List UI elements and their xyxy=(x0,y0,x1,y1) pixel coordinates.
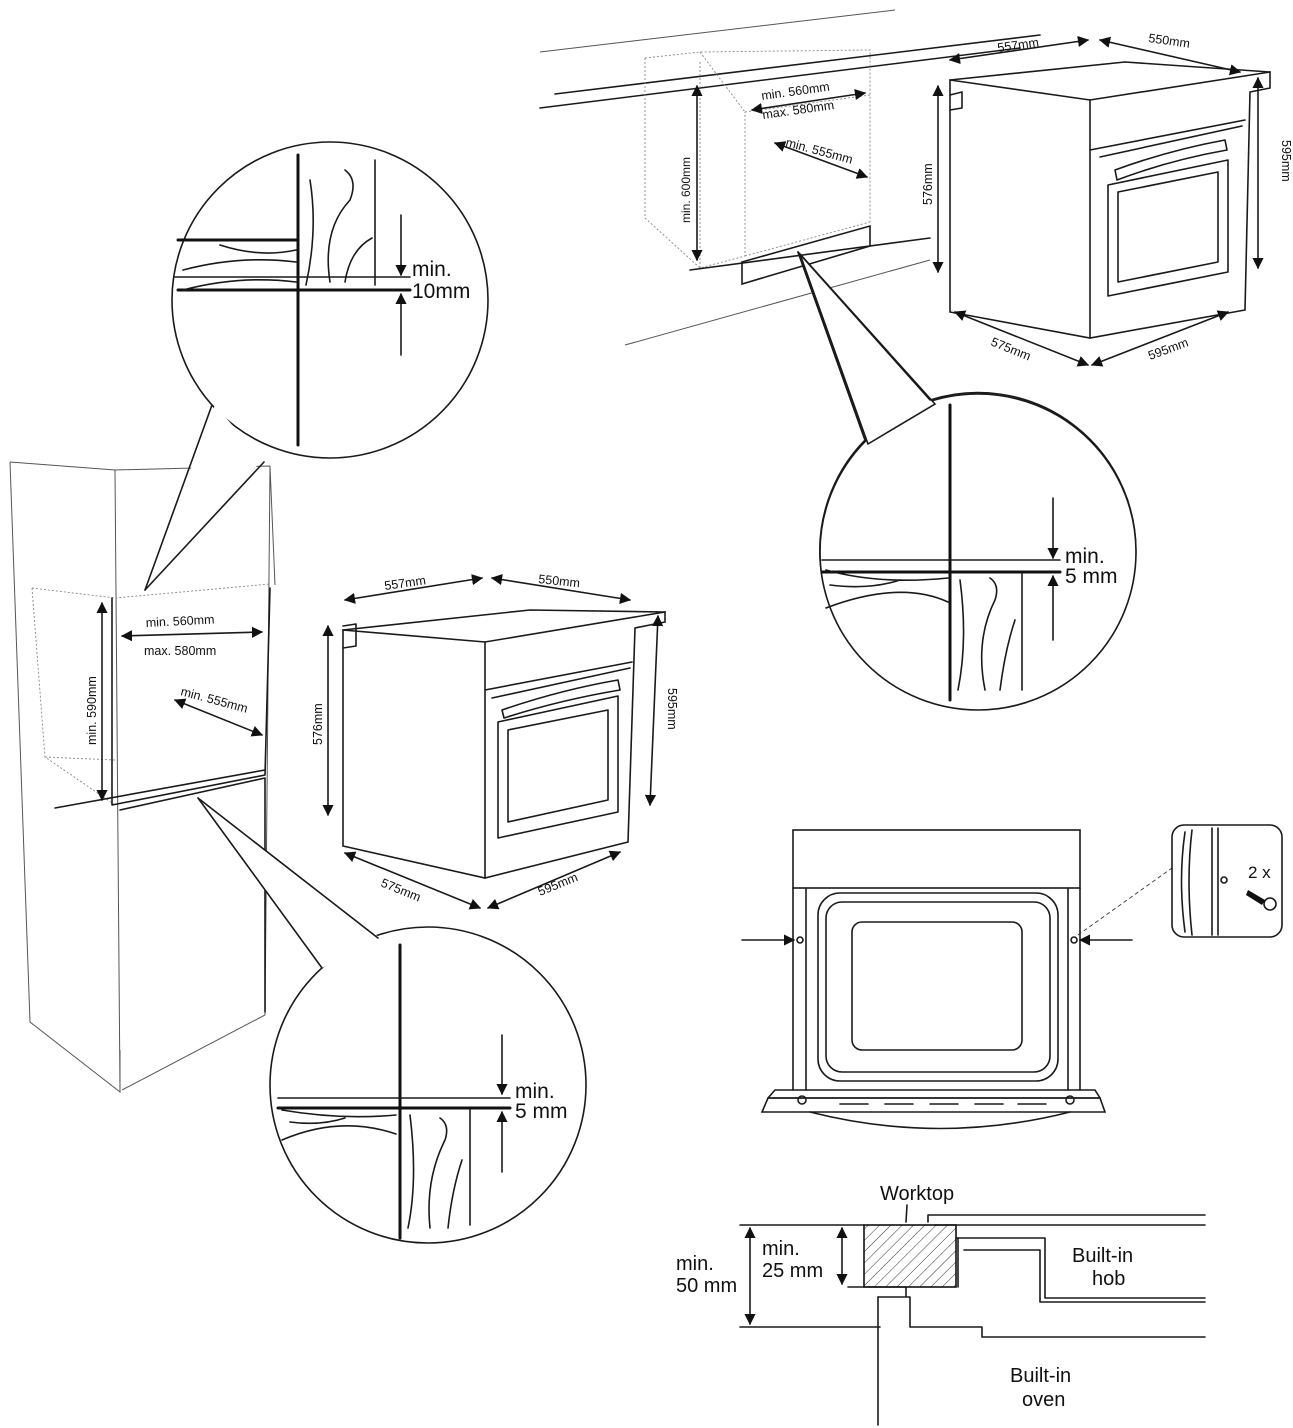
dim-max-580-top: max. 580mm xyxy=(761,98,834,122)
built-in-hob-label-line1: Built-in xyxy=(1072,1245,1133,1267)
dim-min-555-top: min. 555mm xyxy=(784,135,854,166)
min-25-label-line2: 25 mm xyxy=(762,1260,823,1282)
dim-550-middle: 550mm xyxy=(538,572,581,590)
gap-min-label-top-left: min. xyxy=(412,258,452,281)
dim-576-middle: 576mm xyxy=(311,703,325,745)
gap-10mm-label: 10mm xyxy=(412,280,470,303)
gap-detail-bubble-right xyxy=(797,251,1137,711)
min-50-label-line2: 50 mm xyxy=(676,1275,737,1297)
built-in-hob-label-line2: hob xyxy=(1092,1268,1125,1290)
gap-detail-bubble-bottom-left xyxy=(197,797,587,1244)
gap-5mm-label-right: 5 mm xyxy=(1065,565,1118,588)
gap-min-label-right: min. xyxy=(1065,545,1105,568)
gap-min-label-bottom-left: min. xyxy=(515,1080,555,1103)
dim-min-560-left: min. 560mm xyxy=(145,612,214,630)
dim-min-555-left: min. 555mm xyxy=(179,684,249,715)
oven-drawing-middle xyxy=(322,574,666,910)
dim-min-600: min. 600mm xyxy=(679,157,693,223)
built-in-oven-label-line1: Built-in xyxy=(1010,1365,1071,1387)
dim-595-top: 595mm xyxy=(1279,140,1293,182)
worktop-section-drawing xyxy=(739,1204,1206,1426)
dim-550-top: 550mm xyxy=(1148,31,1191,51)
worktop-label: Worktop xyxy=(880,1183,954,1205)
screw-count-label: 2 x xyxy=(1248,863,1271,882)
dim-595-depth-top: 595mm xyxy=(1146,335,1190,362)
dim-595-depth-middle: 595mm xyxy=(536,870,580,899)
min-50-label-line1: min. xyxy=(676,1253,714,1275)
min-25-label-line1: min. xyxy=(762,1238,800,1260)
dim-min-590: min. 590mm xyxy=(85,676,99,745)
gap-detail-bubble-top-left xyxy=(144,141,489,591)
undercounter-cabinet-drawing xyxy=(539,9,1041,346)
tall-housing-cabinet xyxy=(9,461,276,1094)
dim-576-top: 576mm xyxy=(921,163,935,205)
gap-5mm-label-bottom: 5 mm xyxy=(515,1100,568,1123)
dim-max-580-left: max. 580mm xyxy=(144,644,216,658)
dim-575-top: 575mm xyxy=(989,335,1033,364)
oven-front-view xyxy=(741,824,1283,1130)
dim-575-middle: 575mm xyxy=(379,876,423,905)
dim-595-middle: 595mm xyxy=(665,688,679,730)
dim-557-middle: 557mm xyxy=(383,573,426,593)
oven-drawing-top xyxy=(932,35,1271,367)
dim-557-top: 557mm xyxy=(996,35,1039,55)
built-in-oven-label-line2: oven xyxy=(1022,1389,1065,1411)
